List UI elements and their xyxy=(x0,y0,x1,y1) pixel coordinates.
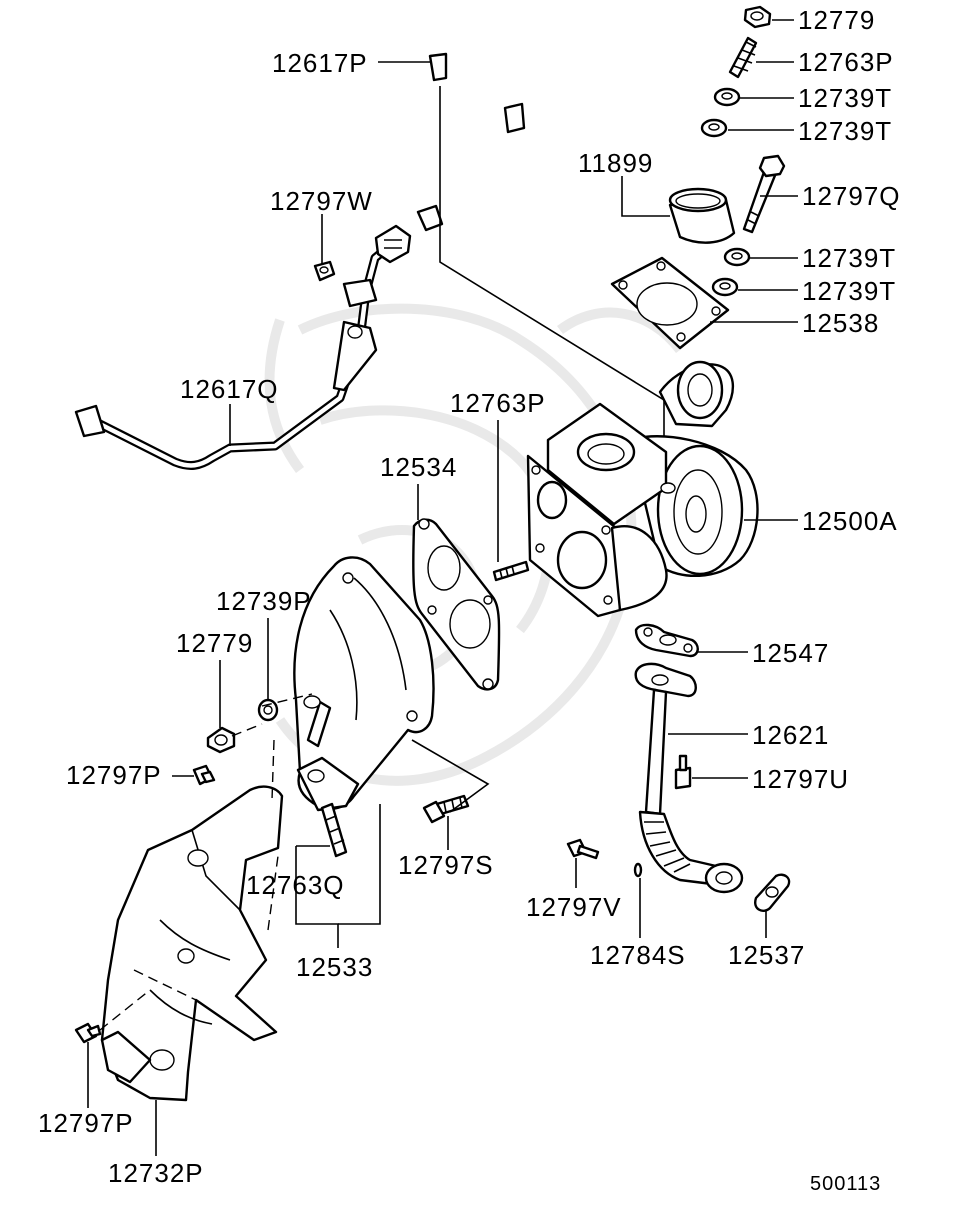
washer-12739p xyxy=(257,698,279,722)
bolt-12797u xyxy=(674,754,692,790)
gasket-12537 xyxy=(754,873,791,912)
washer-12739t-c xyxy=(723,247,751,267)
callout-12617q: 12617Q xyxy=(180,374,279,404)
nut-12779-top xyxy=(743,5,772,29)
callout-12797v: 12797V xyxy=(526,892,622,922)
callout-12732p: 12732P xyxy=(108,1158,204,1188)
bolt-12797s xyxy=(422,794,470,824)
gasket-12534 xyxy=(412,518,501,691)
figure-number: 500113 xyxy=(810,1173,881,1195)
callout-12797s: 12797S xyxy=(398,850,494,880)
callout-12537: 12537 xyxy=(728,940,805,970)
leader-lines xyxy=(87,19,798,1156)
oil-pipe-12617q xyxy=(74,224,412,470)
bolt-12797p-bottom xyxy=(74,1022,102,1044)
callout-12779-top: 12779 xyxy=(798,5,875,35)
callout-12617p: 12617P xyxy=(272,48,368,78)
callout-12500a: 12500A xyxy=(802,506,898,536)
callout-12739t-a: 12739T xyxy=(798,83,892,113)
pin-12784s xyxy=(633,862,643,878)
bolt-12797p-mid xyxy=(192,764,216,786)
callout-12763p-top: 12763P xyxy=(798,47,894,77)
callout-12739t-b: 12739T xyxy=(798,116,892,146)
gasket-12538 xyxy=(610,256,730,350)
oil-pipe-12617p xyxy=(416,39,532,232)
washer-12739t-d xyxy=(711,277,739,297)
assembly-guide-lines xyxy=(99,693,313,1031)
callout-12763q: 12763Q xyxy=(246,870,345,900)
heat-shield-12732p xyxy=(100,785,284,1102)
callout-12779-mid: 12779 xyxy=(176,628,253,658)
callout-12534: 12534 xyxy=(380,452,457,482)
bolt-12797q xyxy=(742,154,786,234)
washer-12739t-b xyxy=(700,118,728,138)
callout-labels: 12779 12763P 12739T 12739T 11899 12797Q … xyxy=(38,5,901,1195)
callout-12739p: 12739P xyxy=(216,586,312,616)
exhaust-manifold-12533 xyxy=(293,556,435,812)
nut-12779-mid xyxy=(206,726,236,754)
callout-12797w: 12797W xyxy=(270,186,373,216)
stud-12763q xyxy=(320,802,348,858)
callout-12763p-mid: 12763P xyxy=(450,388,546,418)
callout-12797p-mid: 12797P xyxy=(66,760,162,790)
turbocharger-12500a xyxy=(526,360,759,618)
callout-12538: 12538 xyxy=(802,308,879,338)
callout-11899: 11899 xyxy=(578,148,653,178)
callout-12797q: 12797Q xyxy=(802,181,901,211)
callout-12621: 12621 xyxy=(752,720,829,750)
gasket-12547 xyxy=(634,623,699,658)
bolt-12797w xyxy=(313,260,336,282)
callout-12533: 12533 xyxy=(296,952,373,982)
washer-12739t-a xyxy=(713,87,741,107)
callout-12797p-bottom: 12797P xyxy=(38,1108,134,1138)
callout-12739t-c: 12739T xyxy=(802,243,896,273)
stud-12763p-top xyxy=(728,36,758,79)
callout-12797u: 12797U xyxy=(752,764,849,794)
ring-11899 xyxy=(668,187,736,244)
callout-12739t-d: 12739T xyxy=(802,276,896,306)
callout-12547: 12547 xyxy=(752,638,829,668)
bolt-12797v xyxy=(566,838,600,860)
stud-12763p-mid xyxy=(492,560,530,582)
oil-return-pipe-12621 xyxy=(634,662,744,894)
callout-12784s: 12784S xyxy=(590,940,686,970)
